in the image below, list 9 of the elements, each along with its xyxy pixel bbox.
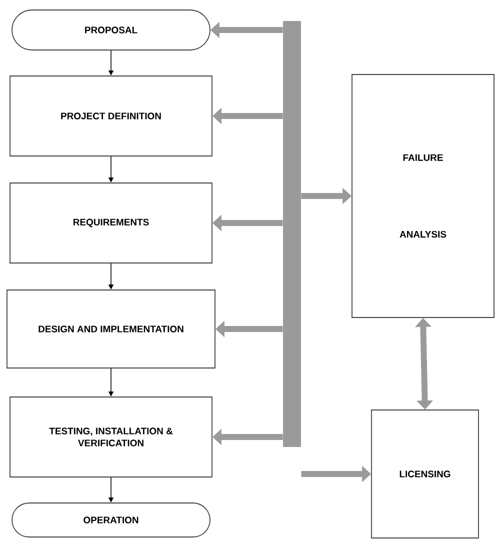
- process-box: TESTING, INSTALLATION & VERIFICATION: [10, 396, 212, 478]
- terminal-box: OPERATION: [12, 502, 210, 538]
- bus-bar: [283, 21, 301, 447]
- process-box: FAILURE ANALYSIS: [352, 74, 494, 318]
- process-box: PROJECT DEFINITION: [10, 76, 212, 156]
- process-box: LICENSING: [371, 410, 479, 538]
- process-box: DESIGN AND IMPLEMENTATION: [6, 290, 216, 368]
- terminal-box: PROPOSAL: [12, 10, 210, 50]
- process-box: REQUIREMENTS: [10, 182, 212, 264]
